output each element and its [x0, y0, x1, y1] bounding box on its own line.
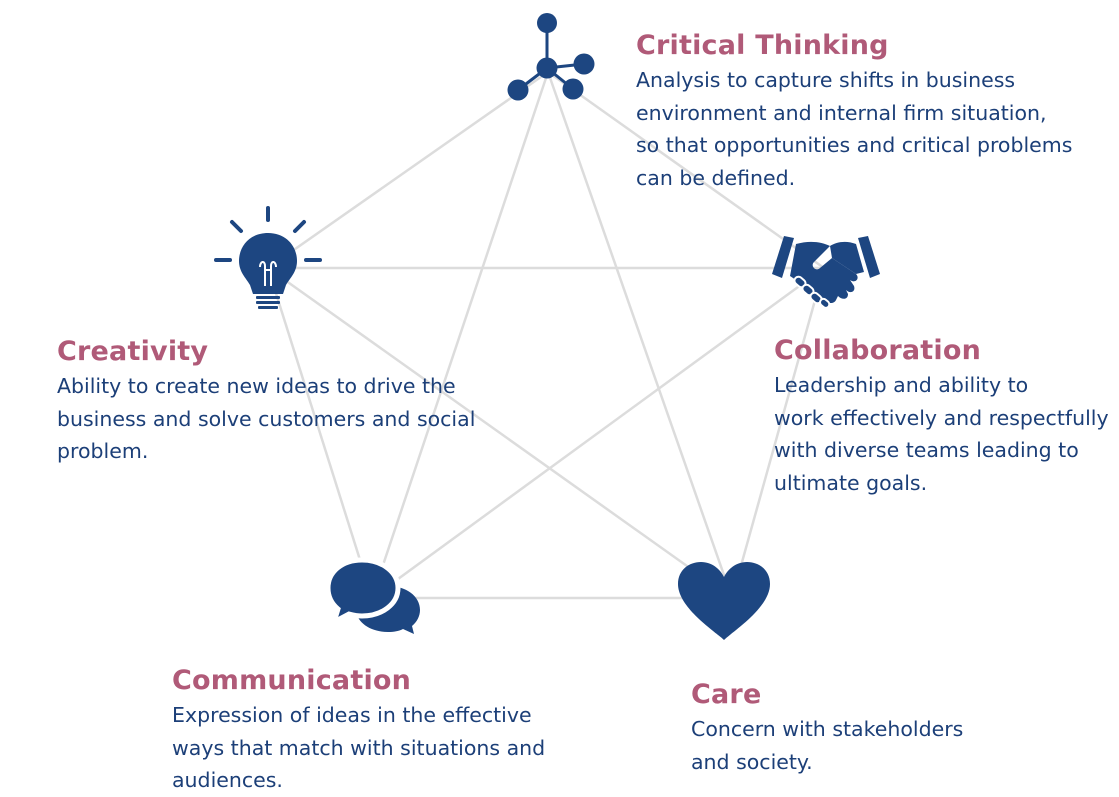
node-title: Care: [691, 679, 762, 710]
node-desc-line: Ability to create new ideas to drive the: [57, 374, 456, 398]
lightbulb-icon: [214, 206, 322, 309]
node-desc-line: can be defined.: [636, 165, 796, 190]
node-title: Communication: [172, 665, 412, 696]
connector-line: [547, 70, 825, 270]
connector-line: [730, 267, 826, 599]
node-collaboration: Collaboration Leadership and ability to …: [774, 333, 1109, 499]
speech-bubbles-icon: [325, 557, 420, 634]
node-desc-line: environment and internal firm situation,: [636, 100, 1047, 125]
node-desc-line: work effectively and respectfully: [774, 405, 1109, 430]
node-creativity: Creativity Ability to create new ideas t…: [57, 334, 475, 468]
connector-line: [371, 266, 825, 600]
node-title: Collaboration: [774, 335, 982, 366]
node-desc-line: audiences.: [172, 768, 283, 792]
node-title: Critical Thinking: [636, 30, 889, 61]
node-desc-line: so that opportunities and critical probl…: [636, 133, 1073, 157]
node-desc-line: Concern with stakeholders: [691, 717, 964, 741]
connector-line: [370, 71, 550, 599]
node-title: Creativity: [57, 336, 209, 367]
node-desc-line: and society.: [691, 749, 813, 774]
node-desc-line: Leadership and ability to: [774, 373, 1029, 397]
node-desc-line: ways that match with situations and: [172, 735, 546, 760]
node-desc-line: business and solve customers and social: [57, 406, 476, 431]
node-care: Care Concern with stakeholders and socie…: [691, 677, 963, 778]
node-desc-line: with diverse teams leading to: [774, 438, 1079, 462]
node-desc-line: Expression of ideas in the effective: [172, 703, 532, 727]
connector-line: [267, 70, 549, 270]
molecule-network-icon: [507, 13, 595, 101]
heart-icon: [678, 562, 770, 640]
node-desc-line: problem.: [57, 439, 149, 463]
node-desc-line: ultimate goals.: [774, 470, 928, 495]
connector-line: [266, 267, 374, 599]
node-desc-line: Analysis to capture shifts in business: [636, 68, 1016, 92]
node-communication: Communication Expression of ideas in the…: [172, 663, 545, 797]
connector-line: [267, 266, 733, 600]
handshake-icon: [772, 236, 880, 309]
connector-line: [546, 71, 734, 599]
node-critical-thinking: Critical Thinking Analysis to capture sh…: [636, 28, 1072, 194]
